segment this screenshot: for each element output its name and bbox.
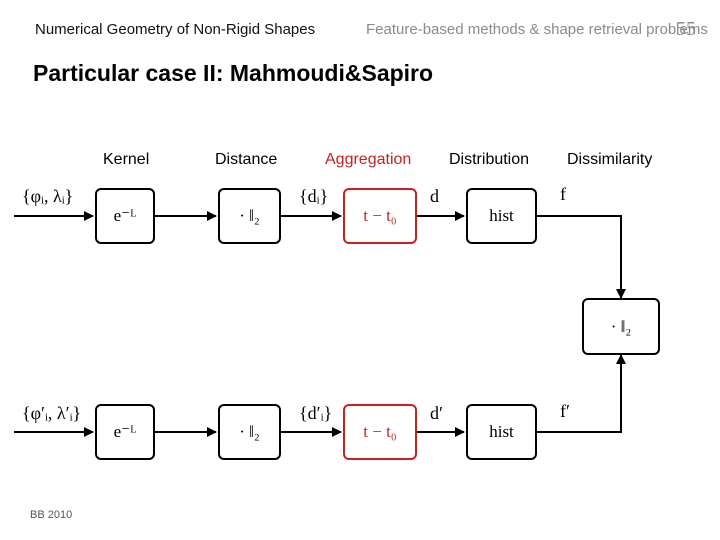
kernel-label-1: e⁻ᴸ [113, 206, 137, 225]
page-number: 55 [676, 18, 696, 40]
aggregation-output-1: d [430, 186, 439, 206]
distribution-output-2: f′ [560, 401, 570, 421]
distance-output-1: {dᵢ} [299, 186, 329, 206]
arrow-distribution-to-dissimilarity-2 [537, 354, 626, 433]
distribution-label-1: hist [489, 206, 514, 225]
input-eigen-1: {φᵢ, λᵢ} [22, 186, 74, 206]
dissimilarity-label: · ‖₂ [610, 316, 632, 336]
dissimilarity-box: · ‖₂ [582, 298, 660, 355]
column-label-dissimilarity: Dissimilarity [567, 151, 653, 168]
distance-box-2: · ‖₂ [218, 404, 281, 460]
column-label-distance: Distance [215, 151, 278, 168]
slide-header: Numerical Geometry of Non-Rigid Shapes F… [0, 0, 720, 50]
column-label-distribution: Distribution [449, 151, 530, 168]
column-label-kernel: Kernel [103, 151, 150, 168]
distribution-output-1: f [560, 184, 566, 204]
distribution-box-2: hist [466, 404, 537, 460]
arrow-distribution-to-dissimilarity-1 [537, 215, 626, 299]
kernel-box-1: e⁻ᴸ [95, 188, 155, 244]
kernel-label-2: e⁻ᴸ [113, 422, 137, 441]
aggregation-box-2: t − t₀ [343, 404, 417, 460]
distance-output-2: {d′ᵢ} [299, 403, 333, 423]
slide-title: Particular case II: Mahmoudi&Sapiro [33, 60, 434, 86]
section-title: Feature-based methods & shape retrieval … [366, 21, 708, 38]
input-eigen-2: {φ′ᵢ, λ′ᵢ} [22, 403, 82, 423]
distribution-box-1: hist [466, 188, 537, 244]
distance-box-1: · ‖₂ [218, 188, 281, 244]
distance-label-1: · ‖₂ [239, 206, 260, 225]
distance-label-2: · ‖₂ [239, 422, 260, 441]
aggregation-output-2: d′ [430, 403, 443, 423]
footer-credit: BB 2010 [30, 509, 73, 521]
kernel-box-2: e⁻ᴸ [95, 404, 155, 460]
distribution-label-2: hist [489, 422, 514, 441]
course-title: Numerical Geometry of Non-Rigid Shapes [35, 21, 316, 38]
aggregation-label-1: t − t₀ [363, 206, 397, 225]
aggregation-box-1: t − t₀ [343, 188, 417, 244]
column-label-aggregation: Aggregation [325, 151, 412, 168]
aggregation-label-2: t − t₀ [363, 422, 397, 441]
